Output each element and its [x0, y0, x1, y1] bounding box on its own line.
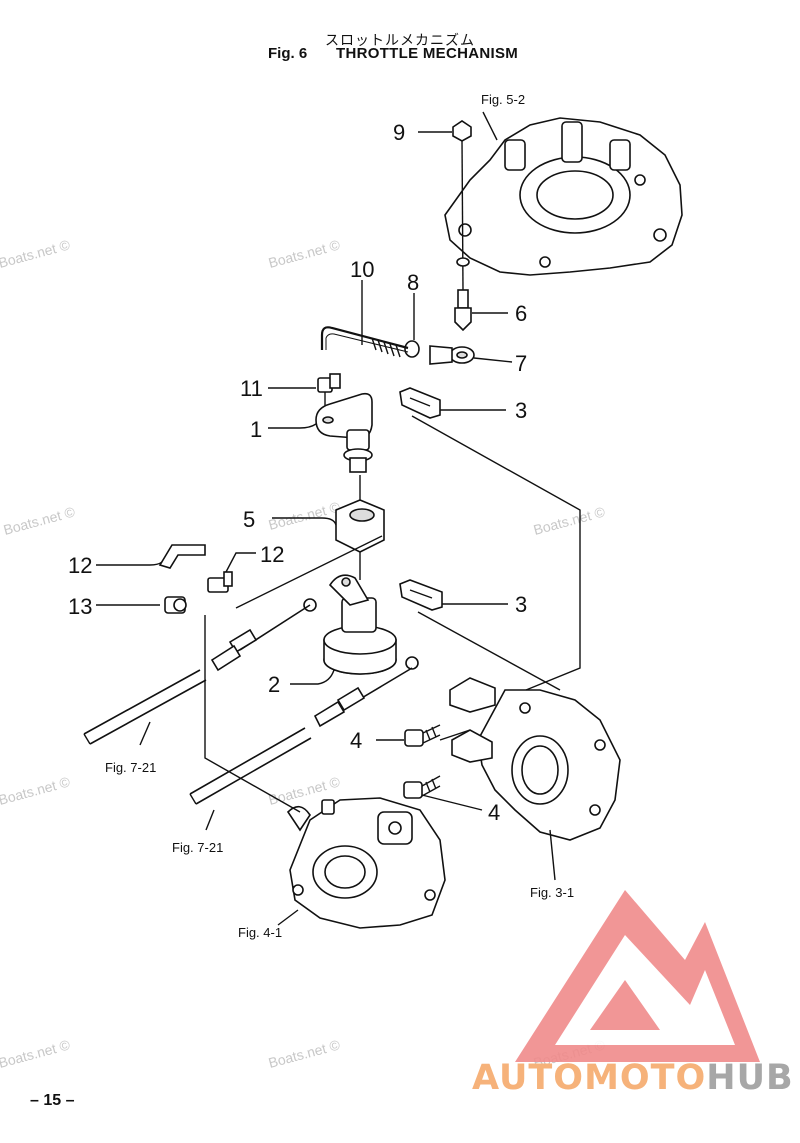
ball-joint-7: [429, 345, 475, 365]
callout-9: 9: [393, 120, 405, 145]
holder-13: [164, 596, 187, 614]
automotohub-logo-mark: [515, 890, 760, 1062]
watermark: Boats.net ©: [0, 1036, 72, 1071]
figref-4-1: Fig. 4-1: [238, 925, 282, 940]
callout-3-lower: 3: [515, 592, 527, 617]
callout-1: 1: [250, 417, 262, 442]
callout-5: 5: [243, 507, 255, 532]
figref-3-1: Fig. 3-1: [530, 885, 574, 900]
throttle-cable-lower: [189, 667, 413, 805]
callout-12-right: 12: [260, 542, 284, 567]
page-number: – 15 –: [30, 1092, 75, 1109]
logo-auto: AUTO: [472, 1058, 585, 1098]
spring-clip-12-left: [158, 544, 206, 569]
figure-number: Fig. 6: [268, 45, 308, 62]
automotohub-logo-text: AUTOMOTOHUB: [472, 1058, 794, 1098]
logo-hub: HUB: [706, 1058, 794, 1098]
figref-7-21-upper: Fig. 7-21: [105, 760, 156, 775]
collar-5: [335, 499, 385, 553]
callout-7: 7: [515, 351, 527, 376]
carburetor-body-right-drawing: [449, 677, 621, 841]
callout-4-upper: 4: [350, 728, 362, 753]
callout-10: 10: [350, 257, 374, 282]
figref-5-2: Fig. 5-2: [481, 92, 525, 107]
carburetor-body-bottom-drawing: [286, 797, 446, 929]
callout-8: 8: [407, 270, 419, 295]
callout-6: 6: [515, 301, 527, 326]
screw-4-upper: [404, 724, 441, 747]
throttle-lever-1: [315, 392, 373, 473]
callout-11: 11: [240, 376, 263, 401]
watermark: Boats.net ©: [532, 503, 608, 538]
figref-7-21-lower: Fig. 7-21: [172, 840, 223, 855]
callout-4-lower: 4: [488, 800, 500, 825]
screw-4-lower: [403, 775, 441, 799]
leader-lines: [96, 111, 581, 926]
watermark: Boats.net ©: [267, 498, 343, 533]
figure-title: THROTTLE MECHANISM: [336, 45, 519, 62]
watermark: Boats.net ©: [267, 236, 343, 271]
callout-2: 2: [268, 672, 280, 697]
watermark: Boats.net ©: [2, 503, 78, 538]
nut-8: [404, 340, 420, 358]
spring-clip-12-right: [207, 571, 233, 593]
callout-3-upper: 3: [515, 398, 527, 423]
callout-13: 13: [68, 594, 92, 619]
watermark: Boats.net ©: [267, 1036, 343, 1071]
clip-3-lower: [399, 579, 443, 611]
bolt-6: [454, 289, 472, 332]
clip-3-upper: [399, 387, 441, 419]
link-rod-10: [320, 326, 409, 358]
intake-plate-drawing: [444, 117, 683, 276]
watermark: Boats.net ©: [0, 236, 72, 271]
nut-9: [452, 120, 472, 142]
throttle-cable-upper: [83, 604, 311, 745]
logo-moto: MOTO: [584, 1058, 707, 1098]
watermark: Boats.net ©: [0, 773, 72, 808]
title-japanese: スロットルメカニズム: [325, 33, 475, 49]
callout-12-left: 12: [68, 553, 92, 578]
